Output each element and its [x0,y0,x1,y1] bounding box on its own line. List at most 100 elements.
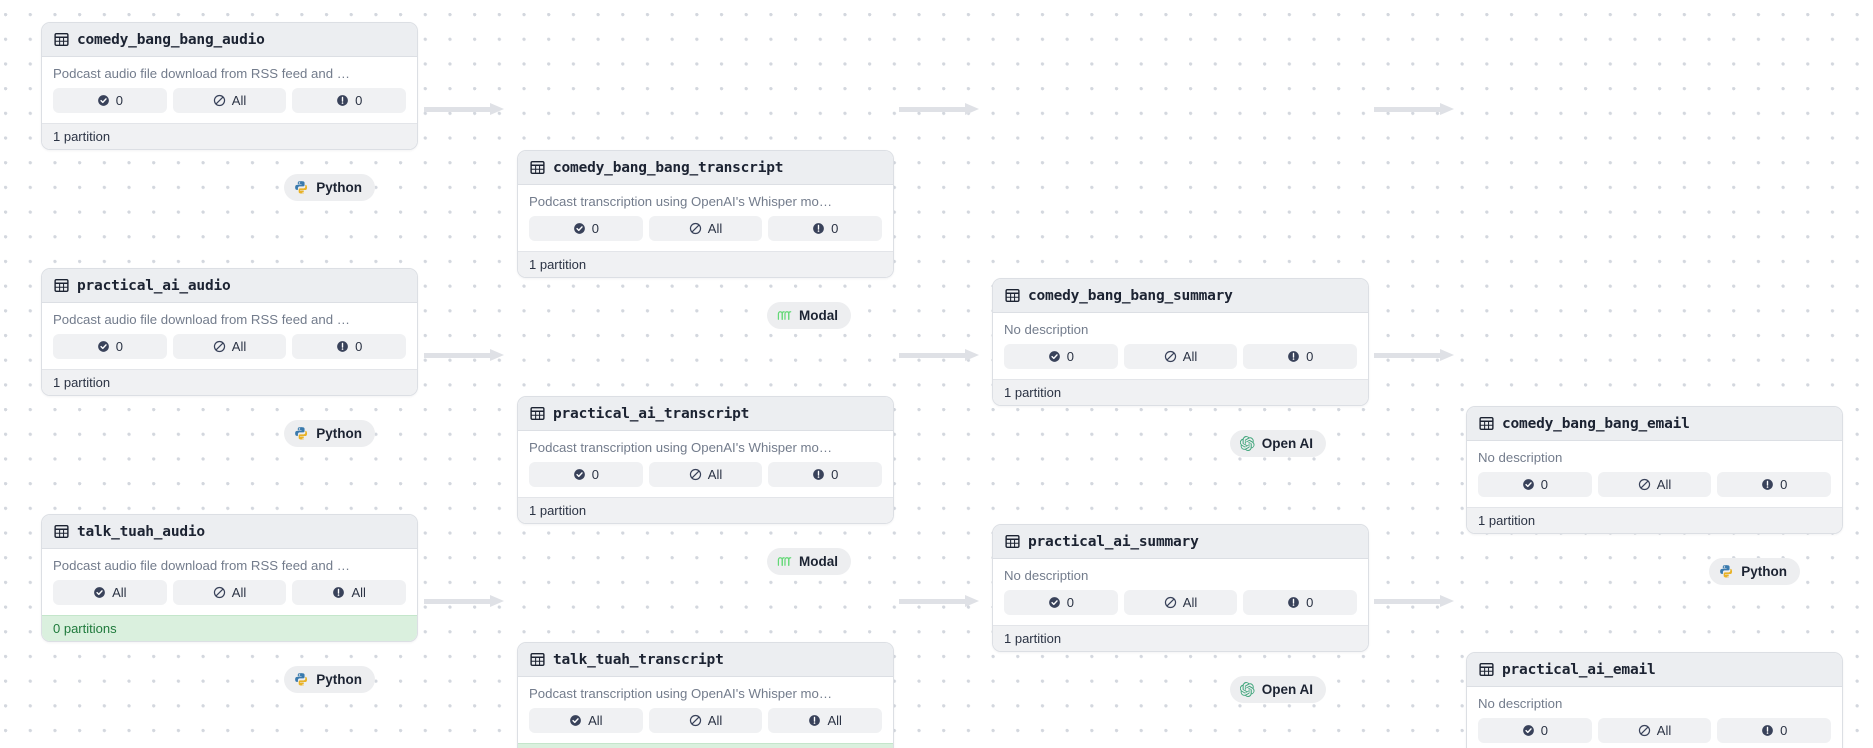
arrow-head [965,103,979,115]
asset-node-title: practical_ai_email [1502,661,1656,678]
asset-node-body: Podcast audio file download from RSS fee… [42,549,417,615]
status-badge[interactable]: 0 [53,334,167,359]
status-badge[interactable]: All [292,580,407,605]
arrow-shaft [424,599,490,604]
status-badge[interactable]: 0 [1478,718,1592,743]
asset-node-header[interactable]: comedy_bang_bang_summary [993,279,1368,313]
asset-node-header[interactable]: practical_ai_audio [42,269,417,303]
compute-kind-tag[interactable]: Modal [767,302,851,329]
arrow-head [1440,595,1454,607]
compute-kind-tag[interactable]: Python [284,420,375,447]
status-badge-label: All [1656,477,1672,492]
status-badge[interactable]: All [1597,718,1712,743]
partition-count: 1 partition [42,123,417,149]
no-entry-circle-icon [213,340,225,353]
status-badge-label: 0 [1540,477,1548,492]
arrow-head [965,349,979,361]
partition-count: 1 partition [1467,507,1842,533]
arrow-shaft [424,107,490,112]
modal-logo-icon [777,311,792,320]
no-entry-circle-icon [1164,596,1176,609]
status-badge[interactable]: 0 [53,88,167,113]
asset-node-header[interactable]: comedy_bang_bang_transcript [518,151,893,185]
table-asset-icon [1479,416,1494,431]
status-badge[interactable]: All [172,88,287,113]
compute-kind-tag[interactable]: Open AI [1229,430,1326,457]
status-badge[interactable]: All [648,708,763,733]
status-badge[interactable]: 0 [529,462,643,487]
status-badge[interactable]: All [172,580,287,605]
status-badge[interactable]: 0 [292,334,407,359]
status-badge[interactable]: 0 [768,462,883,487]
status-badge-label: All [1182,349,1198,364]
no-entry-circle-icon [689,222,701,235]
asset-node-header[interactable]: comedy_bang_bang_audio [42,23,417,57]
compute-kind-tag[interactable]: Modal [767,548,851,575]
status-badge[interactable]: All [529,708,643,733]
status-badge[interactable]: 0 [1717,718,1832,743]
status-badge-label: 0 [1306,595,1314,610]
status-badge[interactable]: All [768,708,883,733]
arrow-shaft [1374,107,1440,112]
status-badge[interactable]: 0 [1004,590,1118,615]
arrow-shaft [899,599,965,604]
asset-node-header[interactable]: practical_ai_email [1467,653,1842,687]
status-badge[interactable]: All [648,216,763,241]
status-badge[interactable]: All [172,334,287,359]
status-badge[interactable]: 0 [1717,472,1832,497]
compute-kind-label: Modal [799,553,838,569]
status-badge-label: 0 [1306,349,1314,364]
partition-count: 1 partition [993,625,1368,651]
status-badge-label: 0 [831,467,839,482]
status-badge[interactable]: 0 [1243,344,1358,369]
exclamation-circle-icon [1762,479,1773,490]
asset-node-title: talk_tuah_transcript [553,651,724,668]
dependency-arrow [424,595,504,607]
asset-node-header[interactable]: comedy_bang_bang_email [1467,407,1842,441]
status-badge[interactable]: All [1123,344,1238,369]
dependency-arrow [899,103,979,115]
arrow-head [490,349,504,361]
asset-node-body: Podcast transcription using OpenAI's Whi… [518,185,893,251]
compute-kind-tag[interactable]: Python [284,666,375,693]
table-asset-icon [530,160,545,175]
status-badge[interactable]: All [648,462,763,487]
status-badge[interactable]: 0 [768,216,883,241]
status-badge[interactable]: All [1597,472,1712,497]
asset-node-header[interactable]: talk_tuah_transcript [518,643,893,677]
status-badge[interactable]: 0 [1243,590,1358,615]
status-badge[interactable]: All [53,580,167,605]
modal-logo-icon [777,557,792,566]
asset-node-header[interactable]: talk_tuah_audio [42,515,417,549]
asset-node-body: Podcast transcription using OpenAI's Whi… [518,431,893,497]
status-badge[interactable]: 0 [1478,472,1592,497]
status-badge[interactable]: 0 [1004,344,1118,369]
status-badge[interactable]: 0 [529,216,643,241]
status-badge-label: All [707,467,723,482]
asset-node-header[interactable]: practical_ai_transcript [518,397,893,431]
dependency-arrow [899,595,979,607]
asset-node-header[interactable]: practical_ai_summary [993,525,1368,559]
compute-kind-tag[interactable]: Python [284,174,375,201]
status-badge[interactable]: All [1123,590,1238,615]
compute-kind-tag[interactable]: Open AI [1229,676,1326,703]
partition-count: 1 partition [518,251,893,277]
asset-node-description: Podcast transcription using OpenAI's Whi… [529,686,833,701]
compute-kind-label: Python [316,425,362,441]
compute-kind-tag[interactable]: Python [1709,558,1800,585]
status-badge[interactable]: 0 [292,88,407,113]
